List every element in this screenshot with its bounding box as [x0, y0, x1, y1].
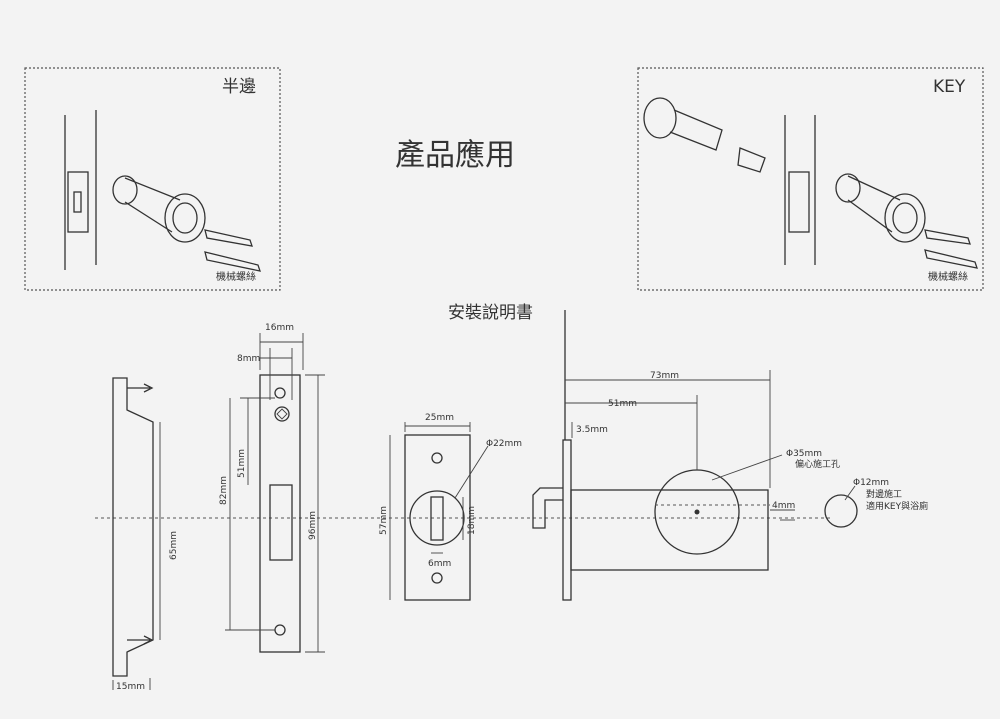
dim-strike-height: 57mm: [379, 506, 389, 535]
half-panel-border: [24, 67, 281, 291]
faceplate-view: 16mm 8mm 51mm 82mm 96mm: [219, 323, 325, 653]
dim-offset: 4mm: [772, 501, 795, 511]
small-hole-note-1: 對邊施工: [866, 488, 902, 500]
spindle-illustration: [737, 147, 766, 173]
key-screw-label: 機械螺絲: [928, 270, 968, 283]
key-illustration: [643, 97, 677, 139]
dim-strike-slot-h: 18mm: [467, 506, 477, 535]
screw-illustration: [204, 229, 261, 272]
strike-plate-illustration: [67, 171, 89, 233]
strike-view: 25mm Φ22mm 57mm 18mm 6mm: [379, 413, 522, 601]
latch-illustration: [112, 175, 138, 205]
dim-strike-hole: Φ22mm: [486, 439, 522, 449]
half-panel: 半邊 機械螺絲: [24, 67, 281, 291]
dim-latch-3-5: 3.5mm: [576, 425, 608, 435]
small-hole: [824, 494, 858, 528]
side-view: 65mm 15mm: [112, 377, 179, 692]
dim-latch-hole: Φ35mm: [786, 449, 822, 459]
dim-latch-73: 73mm: [650, 371, 679, 381]
dim-strike-width: 25mm: [425, 413, 454, 423]
small-hole-note-2: 適用KEY與浴廁: [866, 500, 928, 512]
half-label: 半邊: [222, 77, 256, 97]
dim-face-96: 96mm: [308, 511, 318, 540]
dim-strike-slot-w: 6mm: [428, 559, 451, 569]
half-screw-label: 機械螺絲: [216, 270, 256, 283]
dim-small-hole: Φ12mm: [853, 478, 889, 488]
dim-side-depth: 65mm: [169, 531, 179, 560]
dim-latch-51: 51mm: [608, 399, 637, 409]
dim-face-82: 82mm: [219, 476, 229, 505]
dim-side-width: 15mm: [116, 682, 145, 692]
key-label: KEY: [933, 77, 966, 97]
key-panel: KEY 機械螺絲: [637, 67, 984, 291]
page-subtitle: 安裝說明書: [448, 303, 533, 323]
key-panel-border: [637, 67, 984, 291]
latch-view: 73mm 51mm 3.5mm Φ35mm 偏心施工孔 4mm Φ12mm 對邊…: [532, 310, 928, 601]
latch-hole-note: 偏心施工孔: [795, 458, 840, 470]
dim-face-51: 51mm: [237, 449, 247, 478]
page-title: 產品應用: [395, 138, 515, 173]
dim-face-inner: 8mm: [237, 354, 260, 364]
dim-face-width: 16mm: [265, 323, 294, 333]
